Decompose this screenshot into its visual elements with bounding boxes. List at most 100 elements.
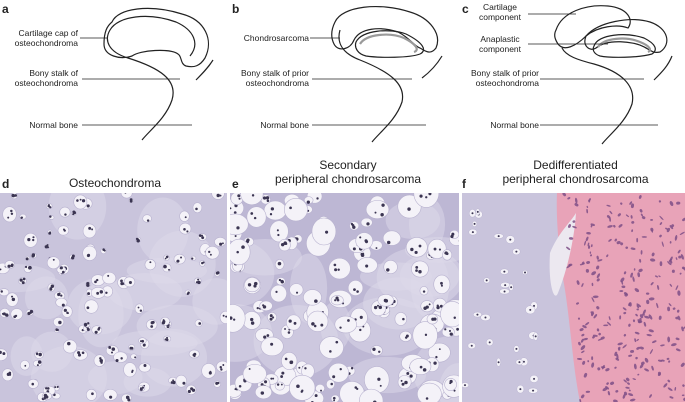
tumor-cell-nucleus <box>659 222 663 225</box>
tumor-cell-nucleus <box>624 293 629 297</box>
chondrocyte-lacuna <box>214 270 221 277</box>
tumor-cell-nucleus <box>658 200 662 203</box>
tumor-cell-nucleus <box>589 251 592 254</box>
panel-letter-d: d <box>2 177 10 191</box>
chondrocyte-lacuna <box>533 332 539 341</box>
micrograph-osteochondroma <box>0 193 227 402</box>
chondrocyte-lacuna <box>69 254 76 260</box>
title-e: Secondary peripheral chondrosarcoma <box>236 158 460 186</box>
tumor-cell-nucleus <box>636 237 639 243</box>
tumor-cell-nucleus <box>580 345 586 351</box>
tumor-cell-nucleus <box>586 208 589 214</box>
tumor-cell-nucleus <box>581 282 584 288</box>
chondrocyte-lacuna <box>138 337 147 345</box>
tumor-cell-nucleus <box>623 379 627 383</box>
tumor-cell-nucleus <box>678 255 682 259</box>
chondrocyte-lacuna <box>85 388 97 401</box>
chondrocyte-lacuna <box>500 268 509 275</box>
chondrocyte-lacuna <box>184 289 192 296</box>
chondrocyte-lacuna <box>71 210 77 216</box>
tumor-cell-nucleus <box>585 268 589 273</box>
tumor-cell-nucleus <box>677 249 681 254</box>
tumor-cell-nucleus <box>681 326 684 332</box>
chondrocyte-lacuna <box>10 308 24 320</box>
chondrocyte-lacuna <box>240 193 264 206</box>
chondrocyte-lacuna <box>120 193 133 199</box>
chondrocyte-lacuna <box>23 265 33 273</box>
chondrocyte-lacuna <box>260 336 284 357</box>
chondrocyte-lacuna <box>377 293 394 307</box>
tumor-cell-nucleus <box>603 324 609 327</box>
tumor-cell-nucleus <box>629 398 636 402</box>
chondrocyte-lacuna <box>32 359 43 367</box>
tumor-cell-nucleus <box>674 386 677 391</box>
tumor-cell-nucleus <box>574 203 579 207</box>
tumor-cell-nucleus <box>644 357 649 363</box>
chondrocyte-lacuna <box>441 326 455 338</box>
tumor-cell-nucleus <box>630 203 635 209</box>
tumor-cell-nucleus <box>630 215 633 219</box>
tumor-cell-nucleus <box>581 333 585 337</box>
title-e-line-2: peripheral chondrosarcoma <box>274 172 422 186</box>
tumor-cell-nucleus <box>568 237 574 240</box>
chondrocyte-lacuna <box>356 257 378 274</box>
anaplastic-component-line-1: Anaplastic <box>480 34 520 44</box>
tumor-cell-nucleus <box>634 331 640 335</box>
stalk-label-a-line-1: Bony stalk of <box>29 68 78 78</box>
chondrocyte-lacuna <box>0 307 10 318</box>
chondrocyte-lacuna <box>328 257 351 280</box>
chondrocyte-lacuna <box>405 237 428 258</box>
chondrocyte-lacuna <box>413 193 440 208</box>
chondrocyte-lacuna <box>230 304 246 333</box>
chondrocyte-lacuna <box>25 255 31 261</box>
chondrocyte-lacuna <box>522 270 528 275</box>
chondrocyte-lacuna <box>303 289 322 306</box>
tumor-cell-nucleus <box>617 342 623 346</box>
chondrocyte-lacuna <box>56 266 67 274</box>
tumor-cell-nucleus <box>623 271 627 275</box>
chondrocyte-lacuna <box>230 238 251 266</box>
normal-bone-outline <box>195 59 214 81</box>
tumor-cell-nucleus <box>572 225 577 229</box>
tumor-cell-nucleus <box>582 325 587 329</box>
tumor-cell-nucleus <box>574 197 578 204</box>
chondrocyte-lacuna <box>53 317 65 328</box>
chondrocyte-lacuna <box>25 309 34 316</box>
chondrocyte-lacuna <box>144 259 156 271</box>
tumor-cell-nucleus <box>656 302 659 309</box>
tumor-cell-nucleus <box>584 240 586 246</box>
chondrocyte-lacuna <box>242 364 267 384</box>
chondrocyte-lacuna <box>319 336 344 359</box>
chondrocyte-lacuna <box>0 348 8 361</box>
tumor-cell-nucleus <box>669 396 674 399</box>
tumor-cell-nucleus <box>633 363 637 370</box>
chondrocyte-lacuna <box>274 259 285 270</box>
chondrocyte-lacuna <box>73 194 88 210</box>
tumor-cell-nucleus <box>587 242 590 247</box>
tumor-cell-nucleus <box>666 227 671 233</box>
tumor-cell-nucleus <box>620 202 623 205</box>
tumor-cell-nucleus <box>679 272 682 275</box>
tumor-cell-nucleus <box>621 285 626 289</box>
chondrocyte-lacuna <box>44 243 51 249</box>
chondrocyte-lacuna <box>382 230 401 246</box>
tumor-cell-nucleus <box>648 329 654 333</box>
tumor-cell-nucleus <box>671 269 675 273</box>
chondrocyte-lacuna <box>326 379 336 390</box>
tumor-cell-nucleus <box>644 315 650 319</box>
anaplastic-component-label: Anaplastic component <box>470 34 530 54</box>
tumor-cell-nucleus <box>636 303 641 308</box>
chondrocyte-lacuna <box>192 202 203 214</box>
tumor-cell-nucleus <box>630 272 633 278</box>
chondrocyte-lacuna <box>496 357 501 367</box>
chondrocyte-lacuna <box>130 353 138 360</box>
tumor-cell-nucleus <box>587 360 590 363</box>
tumor-cell-nucleus <box>636 338 639 342</box>
chondrocyte-lacuna <box>61 305 73 318</box>
chondrocyte-lacuna <box>276 277 286 286</box>
cap-label-line-2: osteochondroma <box>14 38 78 48</box>
bony-stalk-outline-c <box>561 47 634 145</box>
tumor-cell-nucleus <box>652 340 657 344</box>
chondrocyte-lacuna <box>426 313 439 325</box>
tumor-cell-nucleus <box>650 218 654 221</box>
